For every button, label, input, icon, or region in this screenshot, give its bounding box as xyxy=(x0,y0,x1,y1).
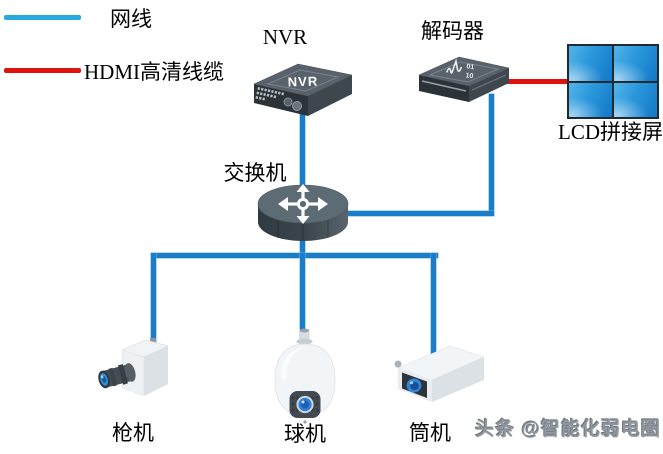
dome-camera-highlight xyxy=(281,348,303,380)
decoder-front-face xyxy=(419,75,469,102)
nvr-ports-icon xyxy=(255,87,285,101)
legend-network-cable-line xyxy=(4,15,81,20)
legend-network-cable-label: 网线 xyxy=(110,7,152,31)
switch-title: 交换机 xyxy=(223,161,287,185)
nvr-badge: NVR xyxy=(288,73,319,89)
nvr-knob-icon xyxy=(292,101,302,111)
tube-camera-title: 筒机 xyxy=(409,421,451,445)
decoder-right-face xyxy=(469,68,509,102)
lcd-wall-title: LCD拼接屏 xyxy=(558,120,663,144)
lcd-panel xyxy=(614,82,657,117)
decoder-device: 01 10 xyxy=(418,56,510,102)
lcd-panel xyxy=(569,82,612,117)
cable-nvr-to-switch xyxy=(300,112,305,196)
dome-camera-flange xyxy=(296,338,313,345)
decoder-waveform-icon: 01 10 xyxy=(446,58,475,80)
switch-device xyxy=(257,184,349,241)
tube-camera-bracket xyxy=(394,360,402,368)
nvr-title: NVR xyxy=(262,25,308,49)
lcd-wall xyxy=(567,44,659,119)
legend-hdmi-cable-label: HDMI高清线缆 xyxy=(84,60,224,84)
svg-text:01: 01 xyxy=(466,63,475,71)
tube-camera-lens-glint xyxy=(409,381,414,385)
legend-hdmi-cable-line xyxy=(4,68,81,73)
decoder-vent-slot xyxy=(471,74,507,91)
switch-arrows-icon xyxy=(278,184,328,224)
cable-drop-dome-camera xyxy=(300,253,305,338)
lcd-panel xyxy=(569,46,612,81)
cable-drop-gun-camera xyxy=(151,253,156,353)
dome-camera-device xyxy=(274,328,336,424)
cable-drop-tube-camera xyxy=(431,253,436,365)
gun-camera-side-face xyxy=(144,346,168,396)
watermark-text: 头条 @智能化弱电圈 xyxy=(475,419,661,440)
tube-camera-device xyxy=(394,345,485,402)
lcd-panel xyxy=(614,46,657,81)
cable-camera-bus xyxy=(151,253,438,258)
tube-camera-side-face xyxy=(432,357,484,402)
decoder-top-outline xyxy=(428,61,500,83)
nvr-knob-icon xyxy=(283,97,293,107)
svg-text:10: 10 xyxy=(465,72,474,80)
cable-switch-down xyxy=(300,234,305,258)
nvr-device: NVR xyxy=(253,63,353,116)
decoder-top-face xyxy=(418,56,510,87)
dome-camera-lens-glint xyxy=(301,400,305,404)
cable-decoder-to-lcd xyxy=(503,79,570,84)
nvr-top-face xyxy=(253,63,353,97)
dome-camera-mic-dot xyxy=(303,420,307,424)
gun-camera-title: 枪机 xyxy=(112,421,154,445)
dome-camera-knob-top xyxy=(300,328,309,333)
gun-camera-device xyxy=(98,338,169,397)
nvr-top-outline xyxy=(266,69,340,92)
nvr-right-face xyxy=(308,75,352,116)
cable-decoder-vertical xyxy=(489,94,494,216)
cable-decoder-to-switch xyxy=(342,211,494,216)
dome-camera-title: 球机 xyxy=(284,422,326,446)
gun-camera-lens-icon xyxy=(98,363,136,389)
decoder-vent-slot xyxy=(421,80,467,92)
decoder-title: 解码器 xyxy=(421,19,484,43)
